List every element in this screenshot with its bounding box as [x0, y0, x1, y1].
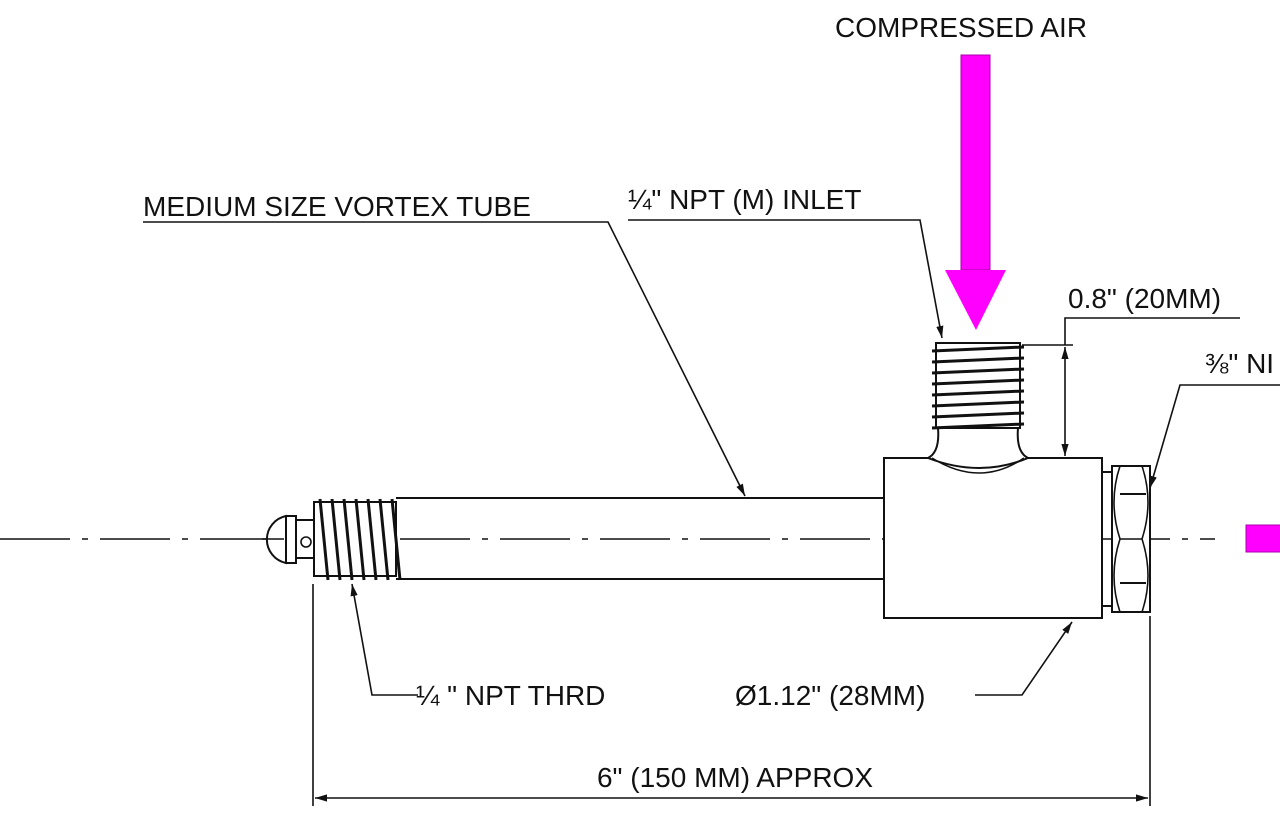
inlet-label: ¼" NPT (M) INLET [628, 184, 861, 215]
thread-ridge [366, 498, 378, 581]
compressed-air-label: COMPRESSED AIR [835, 12, 1087, 43]
thread-ridge [931, 378, 1025, 386]
cold-air-outlet-arrow [1245, 524, 1280, 553]
thread-ridge [390, 498, 402, 581]
thread-ridge [931, 345, 1025, 353]
tube-label: MEDIUM SIZE VORTEX TUBE [143, 191, 531, 222]
thread-ridge [931, 389, 1025, 397]
inlet-height-label: 0.8" (20MM) [1068, 283, 1221, 314]
diameter-label: Ø1.12" (28MM) [735, 680, 925, 711]
tube-body [396, 497, 884, 580]
thread-ridge [342, 498, 354, 581]
thread-ridge [330, 498, 342, 581]
cold-end-nut [1102, 465, 1151, 613]
thread-ridge [931, 400, 1025, 408]
generator-body [883, 457, 1103, 619]
thread-ridge [378, 498, 390, 581]
cold-end-label: ⅜" NI [1205, 348, 1274, 379]
inlet-fitting [925, 342, 1031, 474]
hot-end-plug [262, 514, 315, 565]
thread-ridge [931, 356, 1025, 364]
thread-ridge [354, 498, 366, 581]
length-label: 6" (150 MM) APPROX [597, 762, 873, 793]
thread-ridge [318, 498, 330, 581]
compressed-air-arrow [945, 54, 1006, 330]
thread-ridge [931, 411, 1025, 419]
hot-end-thread [313, 498, 402, 581]
thread-ridge [931, 367, 1025, 375]
thread-ridge [931, 422, 1025, 430]
hot-thread-label: ¼ " NPT THRD [416, 680, 605, 711]
